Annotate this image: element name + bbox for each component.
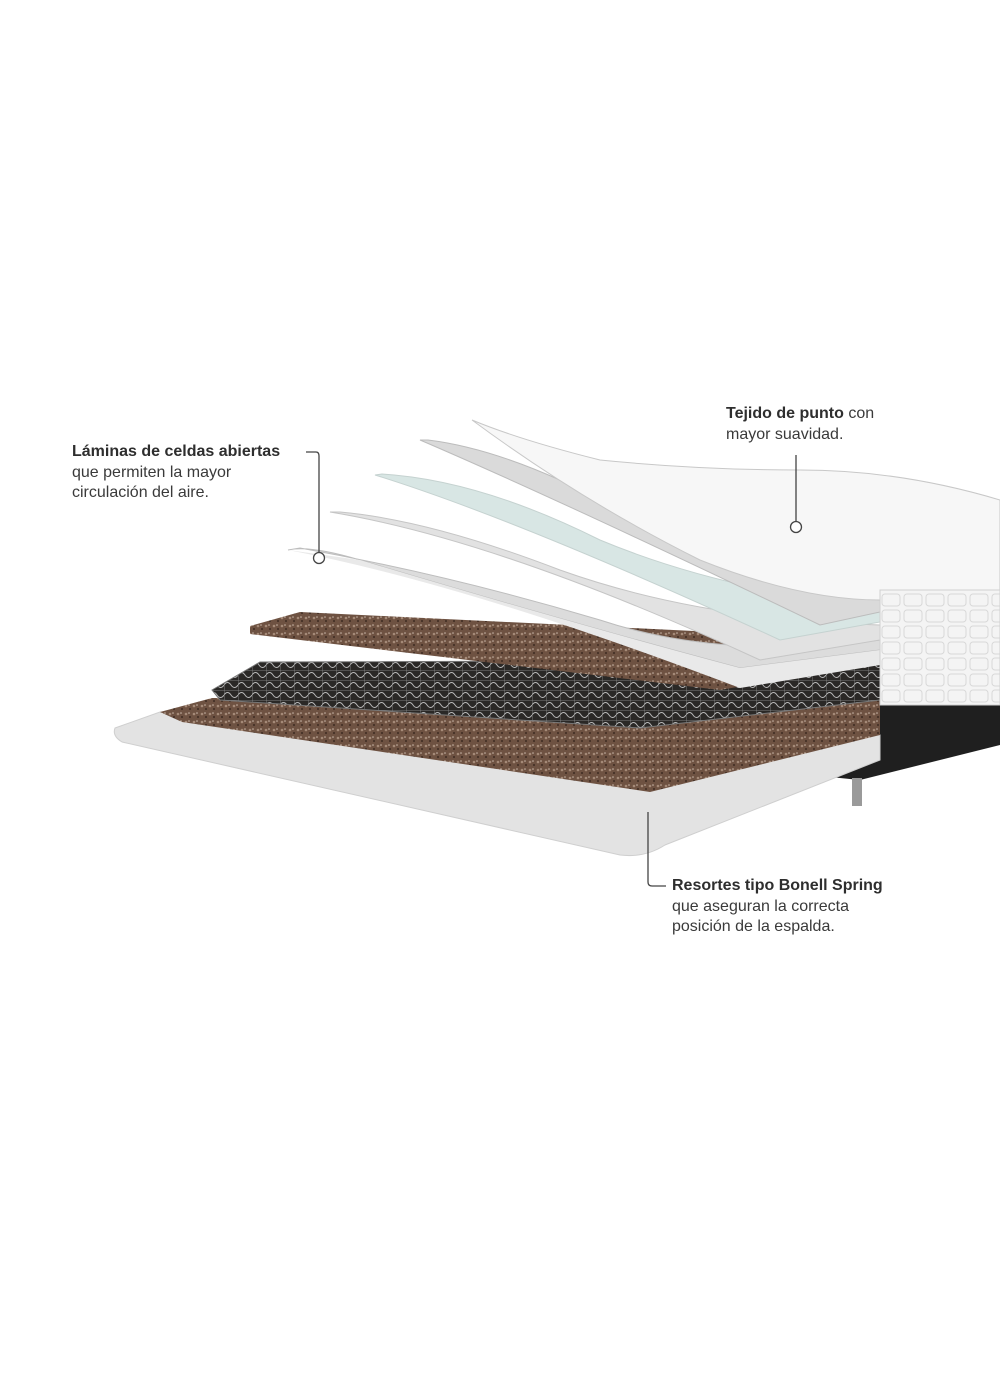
annotation-laminas-line1: que permiten la mayor: [72, 463, 232, 481]
annotation-tejido-title: Tejido de punto: [726, 405, 844, 422]
callout-tejido: [789, 455, 803, 534]
annotation-resortes-title: Resortes tipo Bonell Spring: [672, 877, 883, 894]
annotation-tejido-line1: mayor suavidad.: [726, 425, 844, 443]
annotation-resortes-line2: posición de la espalda.: [672, 918, 835, 935]
annotation-laminas-title: Láminas de celdas abiertas: [72, 443, 281, 460]
annotation-tejido-suffix: con: [843, 405, 875, 422]
annotation-laminas: Láminas de celdas abiertas que permiten …: [72, 442, 280, 504]
annotation-resortes-line1: que aseguran la correcta: [672, 897, 849, 915]
callout-laminas: [306, 451, 326, 565]
annotation-laminas-line2: circulación del aire.: [72, 484, 209, 501]
mattress-side-quilt: [879, 589, 1000, 706]
callout-resortes: [647, 812, 666, 887]
bed-leg: [852, 778, 862, 806]
annotation-tejido: Tejido de punto con mayor suavidad.: [726, 404, 874, 445]
knit-cover-layer: [471, 419, 1000, 601]
annotation-resortes: Resortes tipo Bonell Spring que aseguran…: [672, 876, 883, 938]
